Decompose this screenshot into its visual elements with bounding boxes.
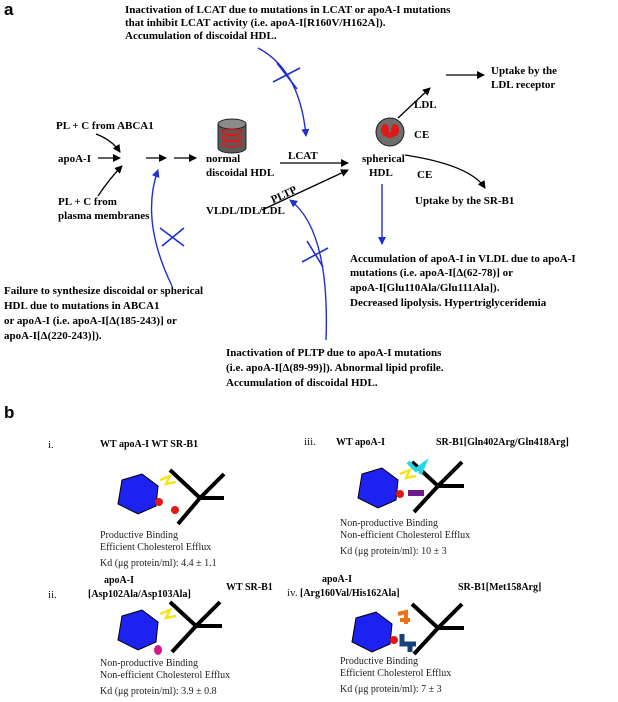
failure-synthesize-text: Failure to synthesize discoidal or spher… [4,285,206,342]
hdl-to-srb1-arrow [404,154,486,189]
normal-discoidal-hdl-label: normal discoidal HDL [206,153,274,179]
panel-b-ii: ii. apoA-I [Asp102Ala/Asp103Ala] WT SR-B… [48,575,273,697]
panel-iv-apoa1-label: apoA-I [Arg160Val/His162Ala] [300,574,400,599]
panel-iii-red-residue [396,490,404,498]
pltp-inhibition-arrow [289,199,328,341]
panel-iv-description: Productive Binding Efficient Cholesterol… [340,656,451,679]
vldl-label: VLDL/IDL/LDL [206,205,285,217]
panel-b-iii: iii. WT apoA-I SR-B1[Gln402Arg/Gln418Arg… [304,436,569,557]
panel-i-description: Productive Binding Efficient Cholesterol… [100,530,211,553]
abca1-inhibition-arrow [150,169,173,287]
lcat-label: LCAT [288,150,318,162]
panel-iv-navy-mutation [399,634,416,652]
lcat-inhibition-arrow [257,47,310,137]
lcat-inactivation-text: Inactivation of LCAT due to mutations in… [125,4,453,42]
apoa1-label: apoA-I [58,153,91,165]
panel-i-apoa1-hexagon [117,473,159,515]
abca1-block-icon [159,227,185,247]
pl-c-membranes-text: PL + C from plasma membranes [58,196,150,222]
vldl-accumulation-text: Accumulation of apoA-I in VLDL due to ap… [350,253,578,309]
roman-ii: ii. [48,589,57,601]
panel-ii-srb1-label: WT SR-B1 [226,582,273,593]
panel-ii-wt-ligand [159,607,177,620]
panel-ii-srb1-receptor [168,600,222,654]
spherical-hdl-label: spherical HDL [362,153,408,179]
pltp-arrow [261,169,349,211]
panel-iii-apoa1-hexagon [357,467,399,509]
spherical-hdl-icon [375,117,405,147]
pltp-label: PLTP [269,184,299,206]
panel-i-srb1-receptor [168,468,226,526]
panel-iii-srb1-label: SR-B1[Gln402Arg/Gln418Arg] [436,437,569,448]
panel-iv-apoa1-hexagon [351,611,393,653]
panel-iii-apoa1-label: WT apoA-I [336,437,385,448]
panel-i-wt-ligand [159,473,177,486]
panel-iii-wt-ligand [399,467,417,480]
panel-iv-kd: Kd (μg protein/ml): 7 ± 3 [340,684,442,695]
panel-i-red-receptor-residue [171,506,179,514]
pltp-block-icon [301,240,329,268]
panel-iii-purple-mutation [408,490,424,496]
panel-i-kd: Kd (μg protein/ml): 4.4 ± 1.1 [100,558,217,569]
panel-ii-apoa1-hexagon [117,609,159,651]
ldl-label: LDL [414,99,437,111]
uptake-srb1-text: Uptake by the SR-B1 [415,195,514,207]
panel-iii-kd: Kd (μg protein/ml): 10 ± 3 [340,546,447,557]
panel-iv-orange-mutation [397,609,410,624]
ce-bottom-label: CE [417,169,432,181]
panel-ii-description: Non-productive Binding Non-efficient Cho… [100,658,230,681]
panel-b-i: i. WT apoA-I WT SR-B1 Productive Binding… [48,439,226,569]
lcat-block-icon [272,62,301,90]
hdl-to-ldl-arrow [397,87,431,119]
panel-b-label: b [4,403,14,422]
panel-iii-description: Non-productive Binding Non-efficient Cho… [340,518,470,541]
panel-ii-kd: Kd (μg protein/ml): 3.9 ± 0.8 [100,686,217,697]
panel-iii-cyan-mutation [406,458,429,475]
roman-iv: iv. [287,587,298,599]
panel-ii-magenta-mutation [154,645,162,655]
panel-b-iv: iv. apoA-I [Arg160Val/His162Ala] SR-B1[M… [287,574,541,695]
panel-iv-red-residue [390,636,398,644]
panel-i-title: WT apoA-I WT SR-B1 [100,439,198,450]
roman-iii: iii. [304,436,316,448]
panel-i-red-residue [155,498,163,506]
panel-iv-srb1-label: SR-B1[Met158Arg] [458,582,541,593]
ce-top-label: CE [414,129,429,141]
membrane-input-arrow [97,165,123,197]
discoidal-hdl-icon [217,118,247,154]
pl-c-abca1-text: PL + C from ABCA1 [56,120,154,132]
uptake-ldl-text: Uptake by the LDL receptor [491,65,560,91]
pltp-inactivation-text: Inactivation of PLTP due to apoA-I mutat… [226,347,446,389]
panel-ii-apoa1-label: apoA-I [Asp102Ala/Asp103Ala] [88,575,191,600]
abca1-input-arrow [95,133,121,153]
roman-i: i. [48,439,54,451]
panel-iv-srb1-receptor [410,602,464,656]
panel-a-label: a [4,0,14,19]
